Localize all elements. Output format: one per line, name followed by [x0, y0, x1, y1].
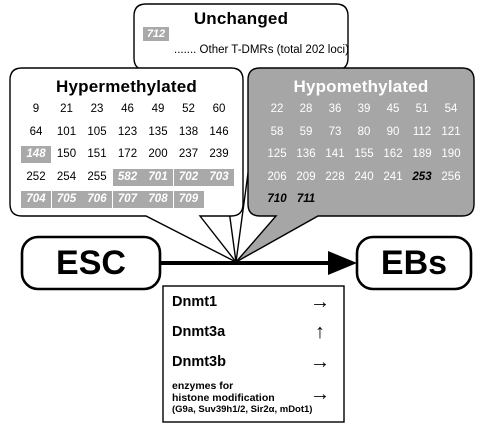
hypermethylated-locus: 702	[173, 168, 204, 186]
hypermethylated-locus: 255	[87, 170, 107, 183]
hypermethylated-locus: 706	[82, 191, 112, 208]
hypomethylated-locus: 22	[270, 103, 284, 115]
hypermethylated-locus: 237	[178, 148, 199, 160]
hypermethylated-locus: 709	[173, 191, 204, 208]
hypermethylated-locus: 148	[21, 146, 51, 163]
enzyme-name: Dnmt3b	[172, 354, 226, 370]
hypomethylated-locus: 240	[354, 170, 374, 183]
hypermethylated-locus: 701	[143, 168, 173, 186]
enzyme-row-histone: enzymes for histone modification (G9a, S…	[172, 380, 344, 416]
hypermethylated-locus: 105	[87, 125, 107, 138]
hypomethylated-locus: 28	[299, 103, 313, 115]
main-arrow-head	[328, 251, 357, 275]
hypermethylated-locus: 46	[121, 103, 134, 115]
esc-label: ESC	[56, 244, 126, 282]
hypomethylated-locus: 59	[299, 125, 313, 138]
hypermethylated-locus: 252	[26, 170, 46, 183]
hypomethylated-locus: 136	[296, 148, 316, 160]
hypomethylated-locus: 36	[328, 103, 342, 115]
hypomethylated-locus: 45	[386, 103, 400, 115]
hypermethylated-locus: 172	[117, 148, 138, 160]
hypermethylated-locus: 708	[143, 191, 173, 208]
unchanged-title: Unchanged	[193, 9, 289, 28]
hypermethylated-callout	[9, 67, 244, 263]
hypomethylated-locus: 90	[386, 125, 400, 138]
hypermethylated-locus: 254	[56, 170, 77, 183]
hypomethylated-callout	[235, 67, 475, 263]
hypermethylated-locus: 707	[112, 191, 143, 208]
hypomethylated-locus: 39	[357, 103, 371, 115]
hypomethylated-locus: 189	[412, 148, 432, 160]
hypermethylated-locus: 52	[182, 103, 195, 115]
hypermethylated-locus: 703	[204, 168, 234, 186]
hypermethylated-locus: 123	[117, 125, 138, 138]
hypermethylated-locus: 135	[148, 125, 168, 138]
histone-line-3: (G9a, Suv39h1/2, Sir2α, mDot1)	[172, 404, 313, 415]
enzyme-name: Dnmt3a	[172, 324, 226, 340]
up-arrow-icon: ↑	[315, 321, 325, 343]
hypermethylated-locus: 138	[178, 125, 199, 138]
hypermethylated-locus: 704	[21, 191, 51, 208]
hypomethylated-locus: 190	[441, 148, 461, 160]
hypomethylated-locus: 710	[267, 193, 287, 205]
hypomethylated-locus: 112	[412, 125, 432, 138]
hypermethylated-locus: 200	[148, 148, 168, 160]
hypomethylated-locus: 54	[444, 103, 458, 115]
hypomethylated-locus: 162	[383, 148, 403, 160]
hypomethylated-locus: 125	[267, 148, 287, 160]
unchanged-shaded-number: 712	[143, 27, 169, 41]
right-arrow-icon: →	[310, 291, 330, 313]
enzyme-list: Dnmt1 → Dnmt3a ↑ Dnmt3b → enzymes for hi…	[172, 292, 337, 420]
hypermethylated-locus: 9	[32, 103, 40, 115]
hypomethylated-locus: 155	[354, 148, 374, 160]
hypermethylated-locus: 146	[209, 125, 229, 138]
hypermethylated-locus: 150	[56, 148, 77, 160]
hypomethylated-title: Hypomethylated	[293, 77, 429, 96]
hypomethylated-locus: 241	[383, 170, 403, 183]
hypomethylated-locus: 73	[328, 125, 342, 138]
histone-line-2: histone modification	[172, 392, 275, 404]
hypermethylated-locus: 49	[151, 103, 165, 115]
hypomethylated-locus: 141	[325, 148, 345, 160]
hypermethylated-locus: 239	[209, 148, 229, 160]
hypomethylated-locus: 228	[325, 170, 345, 183]
hypomethylated-locus: 256	[441, 170, 461, 183]
hypermethylated-title: Hypermethylated	[56, 77, 197, 96]
hypomethylated-locus: 253	[412, 170, 432, 183]
hypomethylated-locus: 711	[296, 193, 316, 205]
hypomethylated-locus: 51	[415, 103, 429, 115]
hypomethylated-locus: 121	[441, 125, 461, 138]
hypomethylated-locus: 209	[296, 170, 316, 183]
hypermethylated-locus: 705	[51, 191, 82, 208]
hypomethylated-locus: 206	[267, 170, 287, 183]
hypomethylated-locus: 58	[270, 125, 284, 138]
enzyme-name: Dnmt1	[172, 294, 218, 310]
right-arrow-icon: →	[310, 383, 330, 405]
hypermethylated-locus: 60	[212, 103, 226, 115]
hypermethylated-locus: 64	[29, 125, 43, 138]
hypermethylated-locus: 151	[87, 148, 107, 160]
hypermethylated-locus: 101	[56, 125, 77, 138]
hypomethylated-locus: 80	[357, 125, 371, 138]
hypermethylated-locus: 21	[60, 103, 73, 115]
unchanged-other-text: ....... Other T-DMRs (total 202 loci)	[174, 44, 349, 56]
hypermethylated-locus: 582	[112, 168, 143, 186]
histone-line-1: enzymes for	[172, 380, 234, 392]
right-arrow-icon: →	[310, 351, 330, 373]
ebs-label: EBs	[380, 244, 448, 282]
hypermethylated-locus: 23	[90, 103, 104, 115]
enzyme-box	[162, 285, 345, 423]
